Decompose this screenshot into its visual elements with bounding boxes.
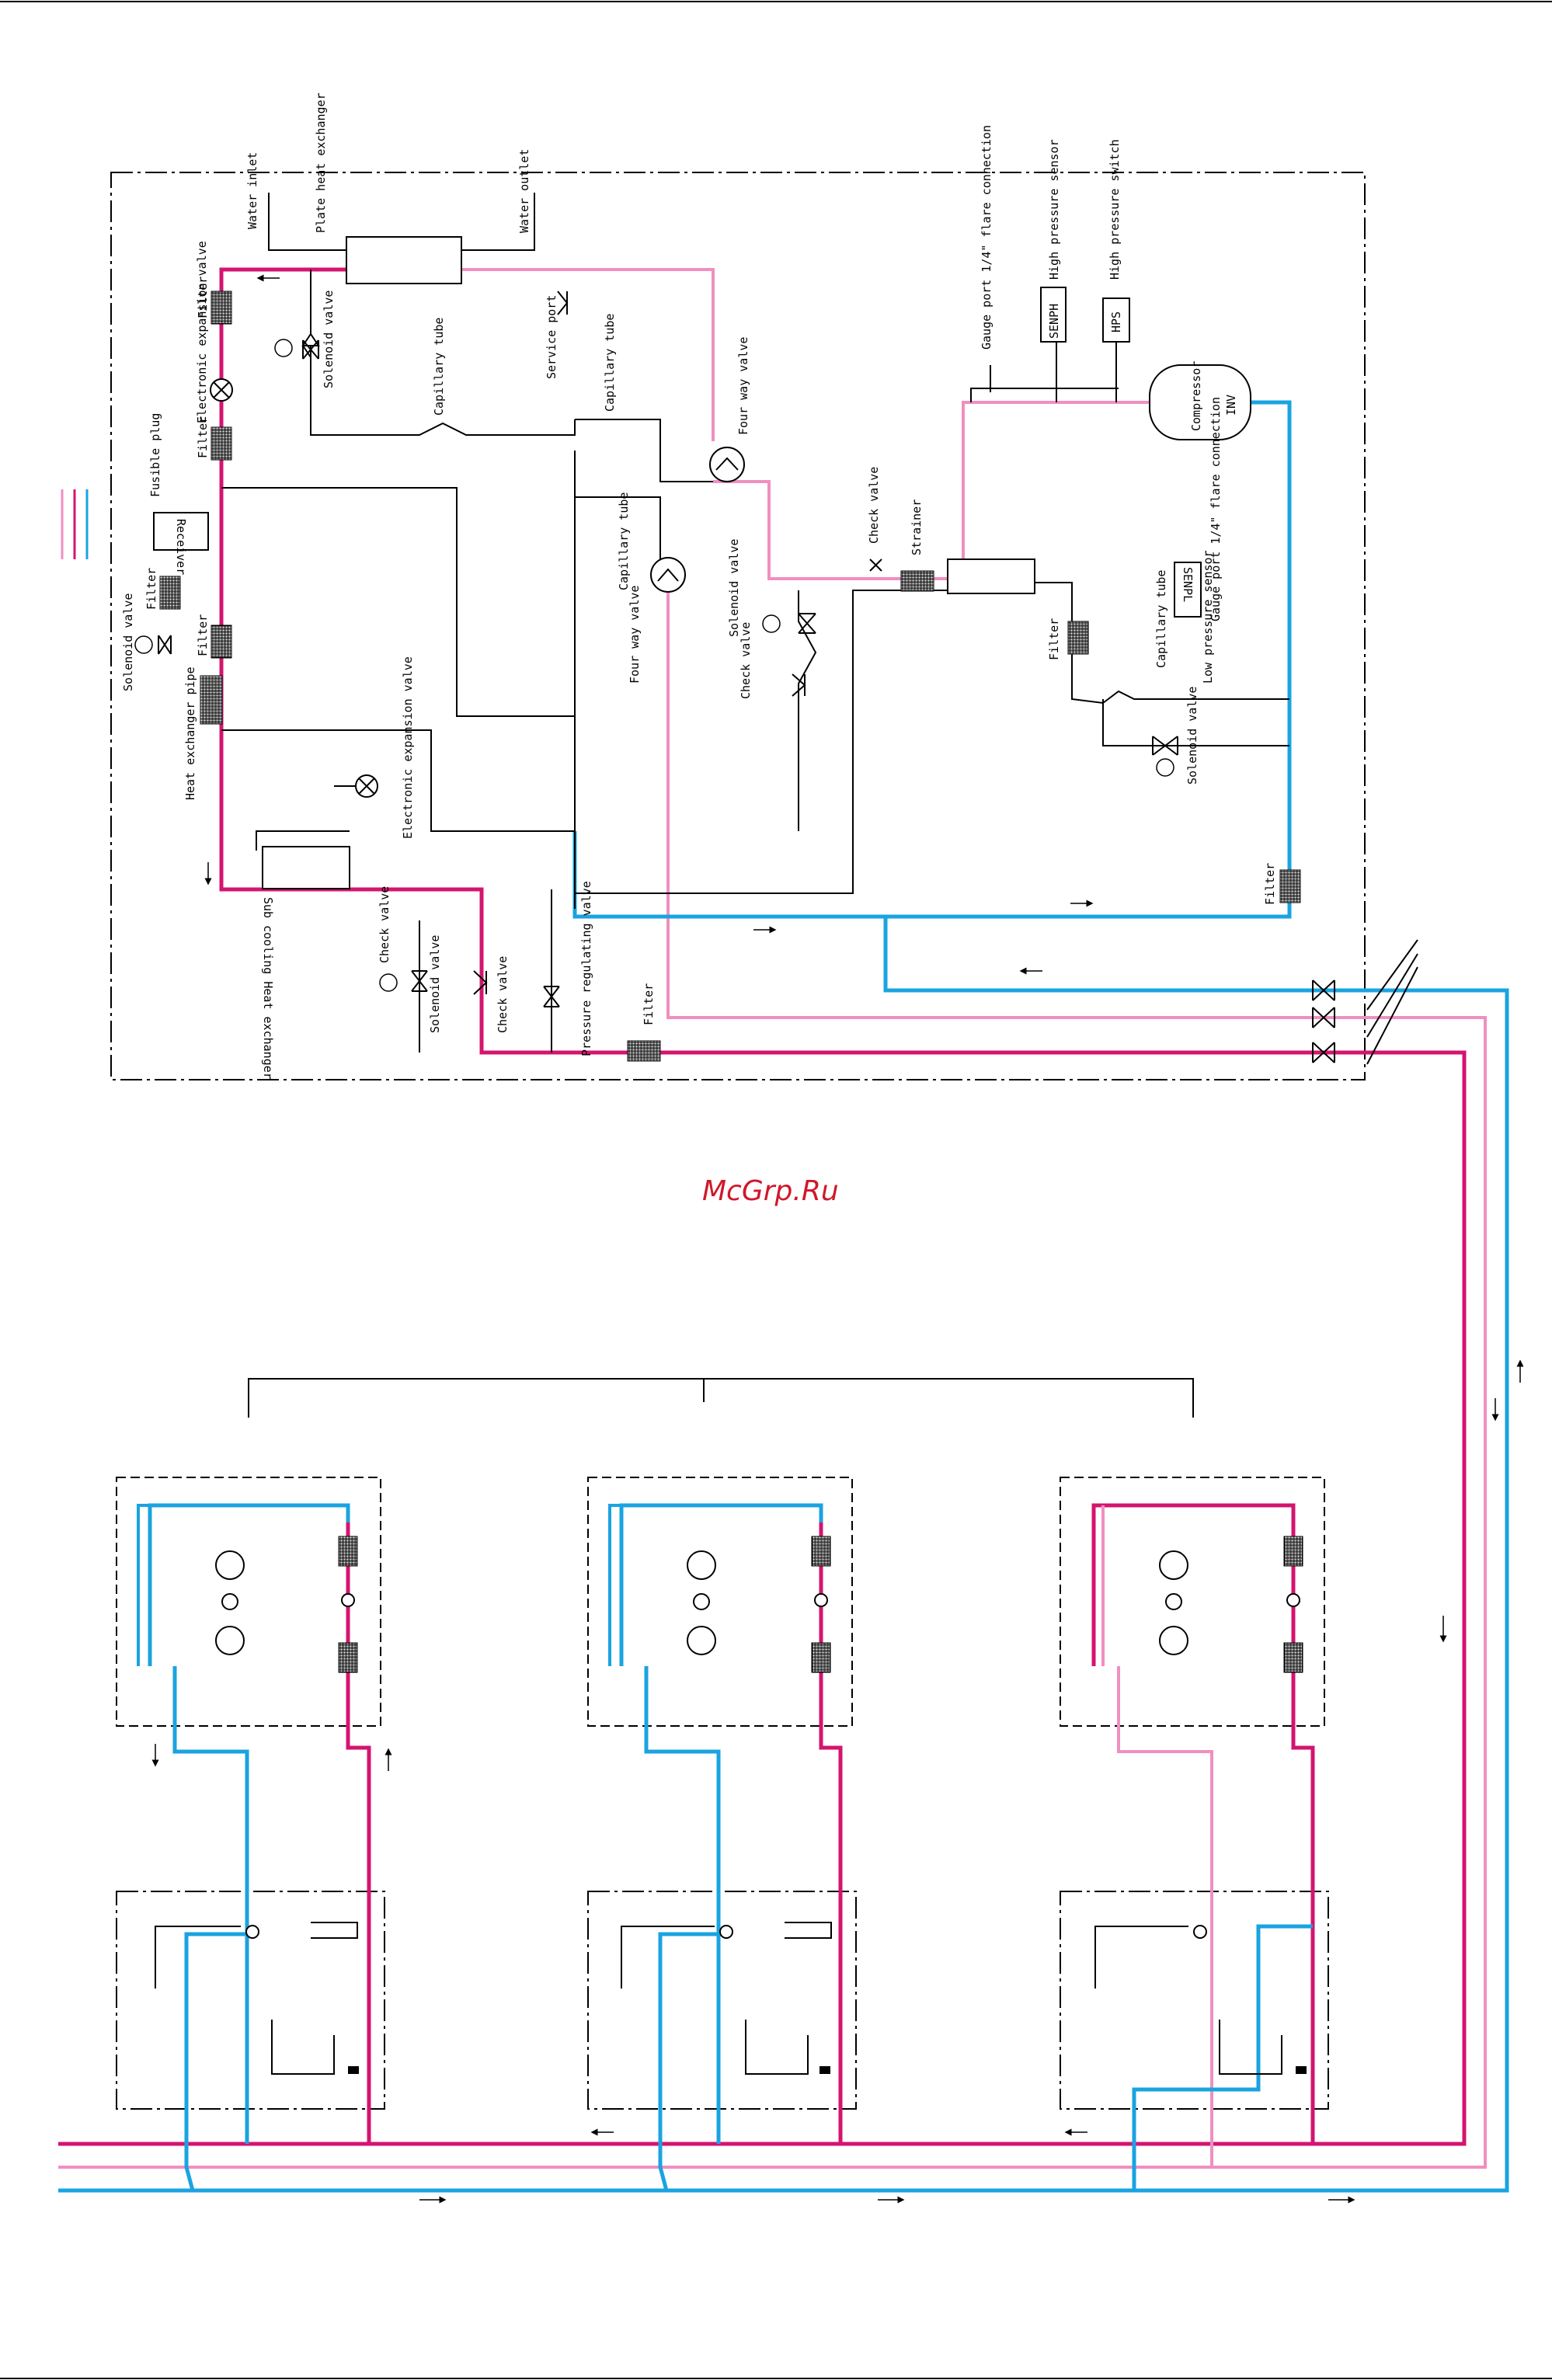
sv-markers: [134, 339, 1174, 992]
senpl-box: [1174, 562, 1202, 618]
accumulator: [947, 558, 1035, 594]
label-hps: HPS: [1109, 311, 1123, 332]
filters: [159, 291, 1301, 1062]
discharge-line: [58, 268, 1487, 2169]
label-gauge-port-2: Gauge port 1/4" flare connection: [1209, 397, 1223, 621]
label-solenoid-valve-4: Solenoid valve: [1185, 687, 1199, 785]
outdoor-labels: Water inlet Water outlet Plate heat exch…: [121, 92, 1277, 1079]
label-compressor: Compressor: [1189, 361, 1203, 431]
label-capillary-3: Capillary tube: [617, 492, 631, 590]
plate-heat-exchanger: [346, 236, 462, 284]
electronic-expansion-valve-2: [334, 774, 378, 798]
label-senpl: SENPL: [1181, 567, 1195, 602]
label-solenoid-valve-1: Solenoid valve: [322, 291, 336, 388]
label-inv: INV: [1224, 395, 1238, 416]
label-check-valve-2: Check valve: [867, 467, 881, 544]
water-outlet-pipe: [461, 193, 535, 251]
indoor-unit-1: [116, 1477, 385, 2191]
label-capillary-2: Capillary tube: [603, 314, 617, 412]
label-water-inlet: Water inlet: [245, 152, 259, 229]
label-filter-3: Filter: [196, 614, 210, 656]
label-plate-heat-exchanger: Plate heat exchanger: [314, 92, 328, 233]
label-solenoid-valve-2: Solenoid valve: [121, 593, 135, 691]
label-solenoid-valve-5: Solenoid valve: [428, 935, 442, 1033]
watermark: McGrp.Ru: [702, 1175, 839, 1207]
four-way-valve-upper: [709, 447, 745, 482]
label-four-way-1: Four way valve: [736, 337, 750, 435]
label-filter-6: Filter: [1263, 863, 1277, 905]
indoor-unit-2: [587, 1477, 857, 2191]
sub-cooling-heat-exchanger: [262, 846, 350, 889]
outdoor-unit-frame: [110, 172, 1366, 1080]
solenoid-valves: [158, 332, 1178, 1007]
label-capillary-1: Capillary tube: [432, 318, 446, 416]
label-solenoid-valve-3: Solenoid valve: [727, 539, 741, 637]
label-eev-2: Electronic expansion valve: [401, 656, 415, 839]
label-high-pressure-sensor: High pressure sensor: [1047, 139, 1061, 280]
label-check-valve-4: Check valve: [496, 956, 510, 1033]
color-legend: [61, 489, 89, 559]
electronic-expansion-valve-1: [210, 378, 233, 402]
check-valves: [473, 291, 882, 995]
label-filter-5: Filter: [1047, 618, 1061, 660]
label-sub-cooling: Sub cooling Heat exchanger: [261, 897, 275, 1080]
label-filter-7: Filter: [642, 983, 656, 1025]
compressor: [1149, 364, 1251, 440]
label-receiver: Receiver: [174, 519, 188, 575]
label-gauge-port-1: Gauge port 1/4" flare connection: [980, 125, 993, 350]
label-eev-1: Electronic expansion valve: [195, 241, 209, 423]
label-pressure-regulating: Pressure regulating valve: [579, 881, 593, 1056]
label-hex-pipe: Heat exchanger pipe: [183, 666, 197, 800]
suction-line: [58, 400, 1509, 2193]
hps-box: [1102, 298, 1130, 343]
label-service-port: Service port: [545, 295, 559, 379]
label-strainer: Strainer: [910, 499, 924, 555]
label-check-valve-3: Check valve: [378, 886, 391, 963]
label-water-outlet: Water outlet: [517, 149, 531, 233]
label-check-valve-1: Check valve: [739, 622, 753, 699]
label-senph: SENPH: [1047, 304, 1061, 339]
label-capillary-4: Capillary tube: [1154, 570, 1168, 668]
flow-arrows: [151, 274, 1524, 2204]
indoor-units-bracket: [248, 1378, 1194, 1418]
heat-exchanger-pipe-block: [200, 675, 223, 725]
indoor-unit-3: [1060, 1477, 1329, 2190]
receiver: [153, 512, 209, 551]
label-fusible-plug: Fusible plug: [148, 413, 162, 497]
label-low-pressure-sensor: Low pressure sensor: [1201, 550, 1215, 684]
senph-box: [1040, 287, 1067, 343]
water-inlet-pipe: [268, 193, 346, 251]
service-valves: [1312, 939, 1418, 1065]
outdoor-black-pipes: [221, 270, 1289, 1053]
label-filter-4: Filter: [144, 568, 158, 610]
label-filter-2: Filter: [196, 416, 210, 458]
label-four-way-2: Four way valve: [628, 586, 642, 684]
label-filter-1: Filter: [196, 277, 210, 318]
liquid-line: [58, 267, 1467, 2146]
label-high-pressure-switch: High pressure switch: [1108, 139, 1122, 280]
four-way-valve-lower: [650, 557, 686, 593]
